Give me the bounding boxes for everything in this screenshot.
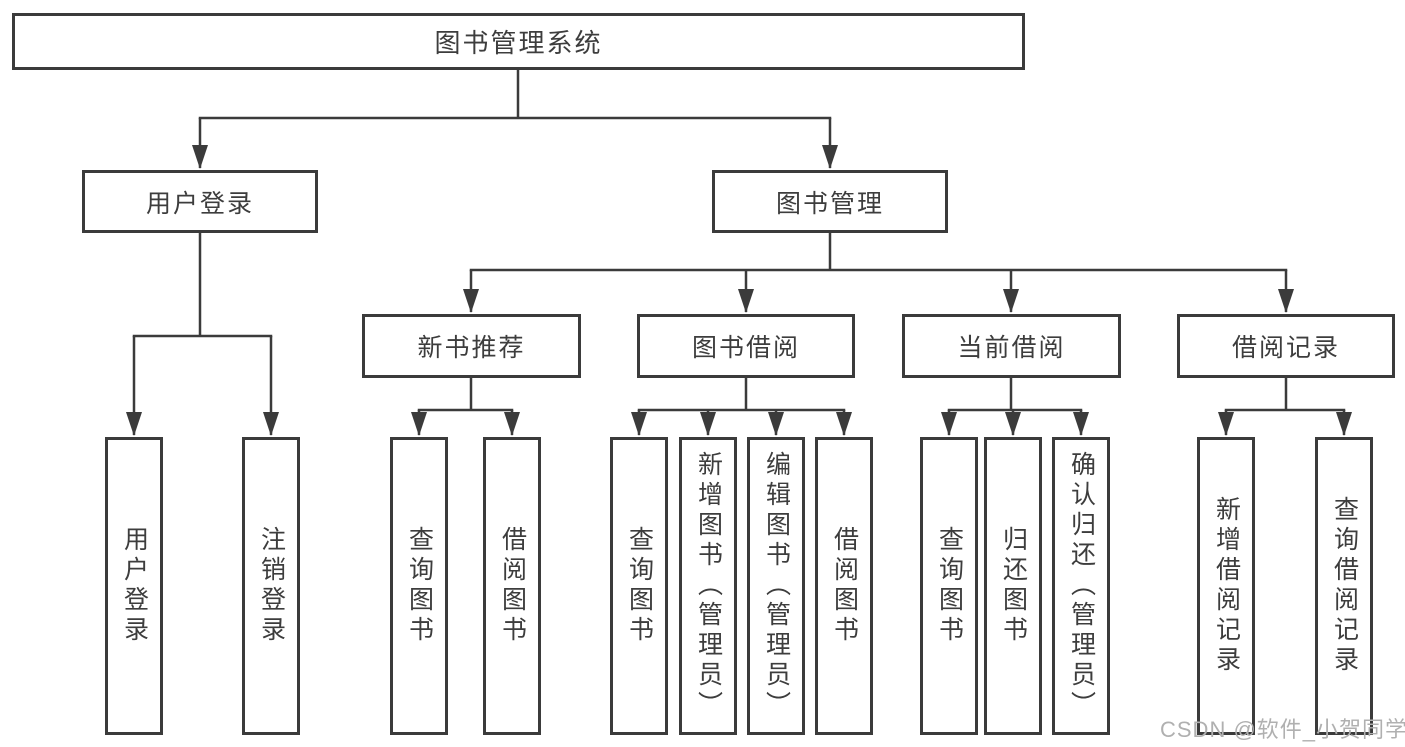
node-library-management-system: 图书管理系统	[12, 13, 1025, 70]
leaf-borrow-books: 借阅图书	[815, 437, 873, 735]
node-borrowing-records: 借阅记录	[1177, 314, 1395, 378]
leaf-user-login: 用户登录	[105, 437, 163, 735]
node-label: 新书推荐	[417, 334, 526, 362]
leaf-label: 编辑图书（管理员）	[762, 451, 791, 721]
leaf-label: 借阅图书	[830, 526, 859, 646]
leaf-label: 查询图书	[625, 526, 654, 646]
leaf-add-books-admin: 新增图书（管理员）	[679, 437, 737, 735]
leaf-label: 查询借阅记录	[1330, 496, 1359, 676]
leaf-borrow-books-recommend: 借阅图书	[483, 437, 541, 735]
node-user-login: 用户登录	[82, 170, 318, 233]
leaf-label: 新增借阅记录	[1212, 496, 1241, 676]
leaf-confirm-return-admin: 确认归还（管理员）	[1052, 437, 1110, 735]
leaf-label: 注销登录	[257, 526, 286, 646]
leaf-label: 确认归还（管理员）	[1067, 451, 1096, 721]
node-label: 图书管理系统	[434, 28, 603, 58]
leaf-label: 查询图书	[935, 526, 964, 646]
node-book-management: 图书管理	[712, 170, 948, 233]
leaf-return-books: 归还图书	[984, 437, 1042, 735]
leaf-query-books-recommend: 查询图书	[390, 437, 448, 735]
csdn-watermark: CSDN @软件_小贺同学	[1160, 717, 1405, 742]
leaf-query-borrow-record: 查询借阅记录	[1315, 437, 1373, 735]
leaf-query-books-current: 查询图书	[920, 437, 978, 735]
leaf-label: 新增图书（管理员）	[694, 451, 723, 721]
leaf-label: 查询图书	[405, 526, 434, 646]
leaf-logout: 注销登录	[242, 437, 300, 735]
leaf-label: 用户登录	[120, 526, 149, 646]
node-label: 借阅记录	[1231, 334, 1340, 362]
node-new-book-recommendation: 新书推荐	[362, 314, 581, 378]
node-current-borrowing: 当前借阅	[902, 314, 1121, 378]
leaf-query-books-borrow: 查询图书	[610, 437, 668, 735]
node-label: 用户登录	[145, 189, 254, 218]
leaf-label: 归还图书	[999, 526, 1028, 646]
leaf-label: 借阅图书	[498, 526, 527, 646]
node-label: 图书管理	[775, 189, 884, 218]
leaf-add-borrow-record: 新增借阅记录	[1197, 437, 1255, 735]
node-label: 图书借阅	[691, 334, 800, 362]
node-label: 当前借阅	[957, 334, 1066, 362]
leaf-edit-books-admin: 编辑图书（管理员）	[747, 437, 805, 735]
node-book-borrowing: 图书借阅	[637, 314, 855, 378]
